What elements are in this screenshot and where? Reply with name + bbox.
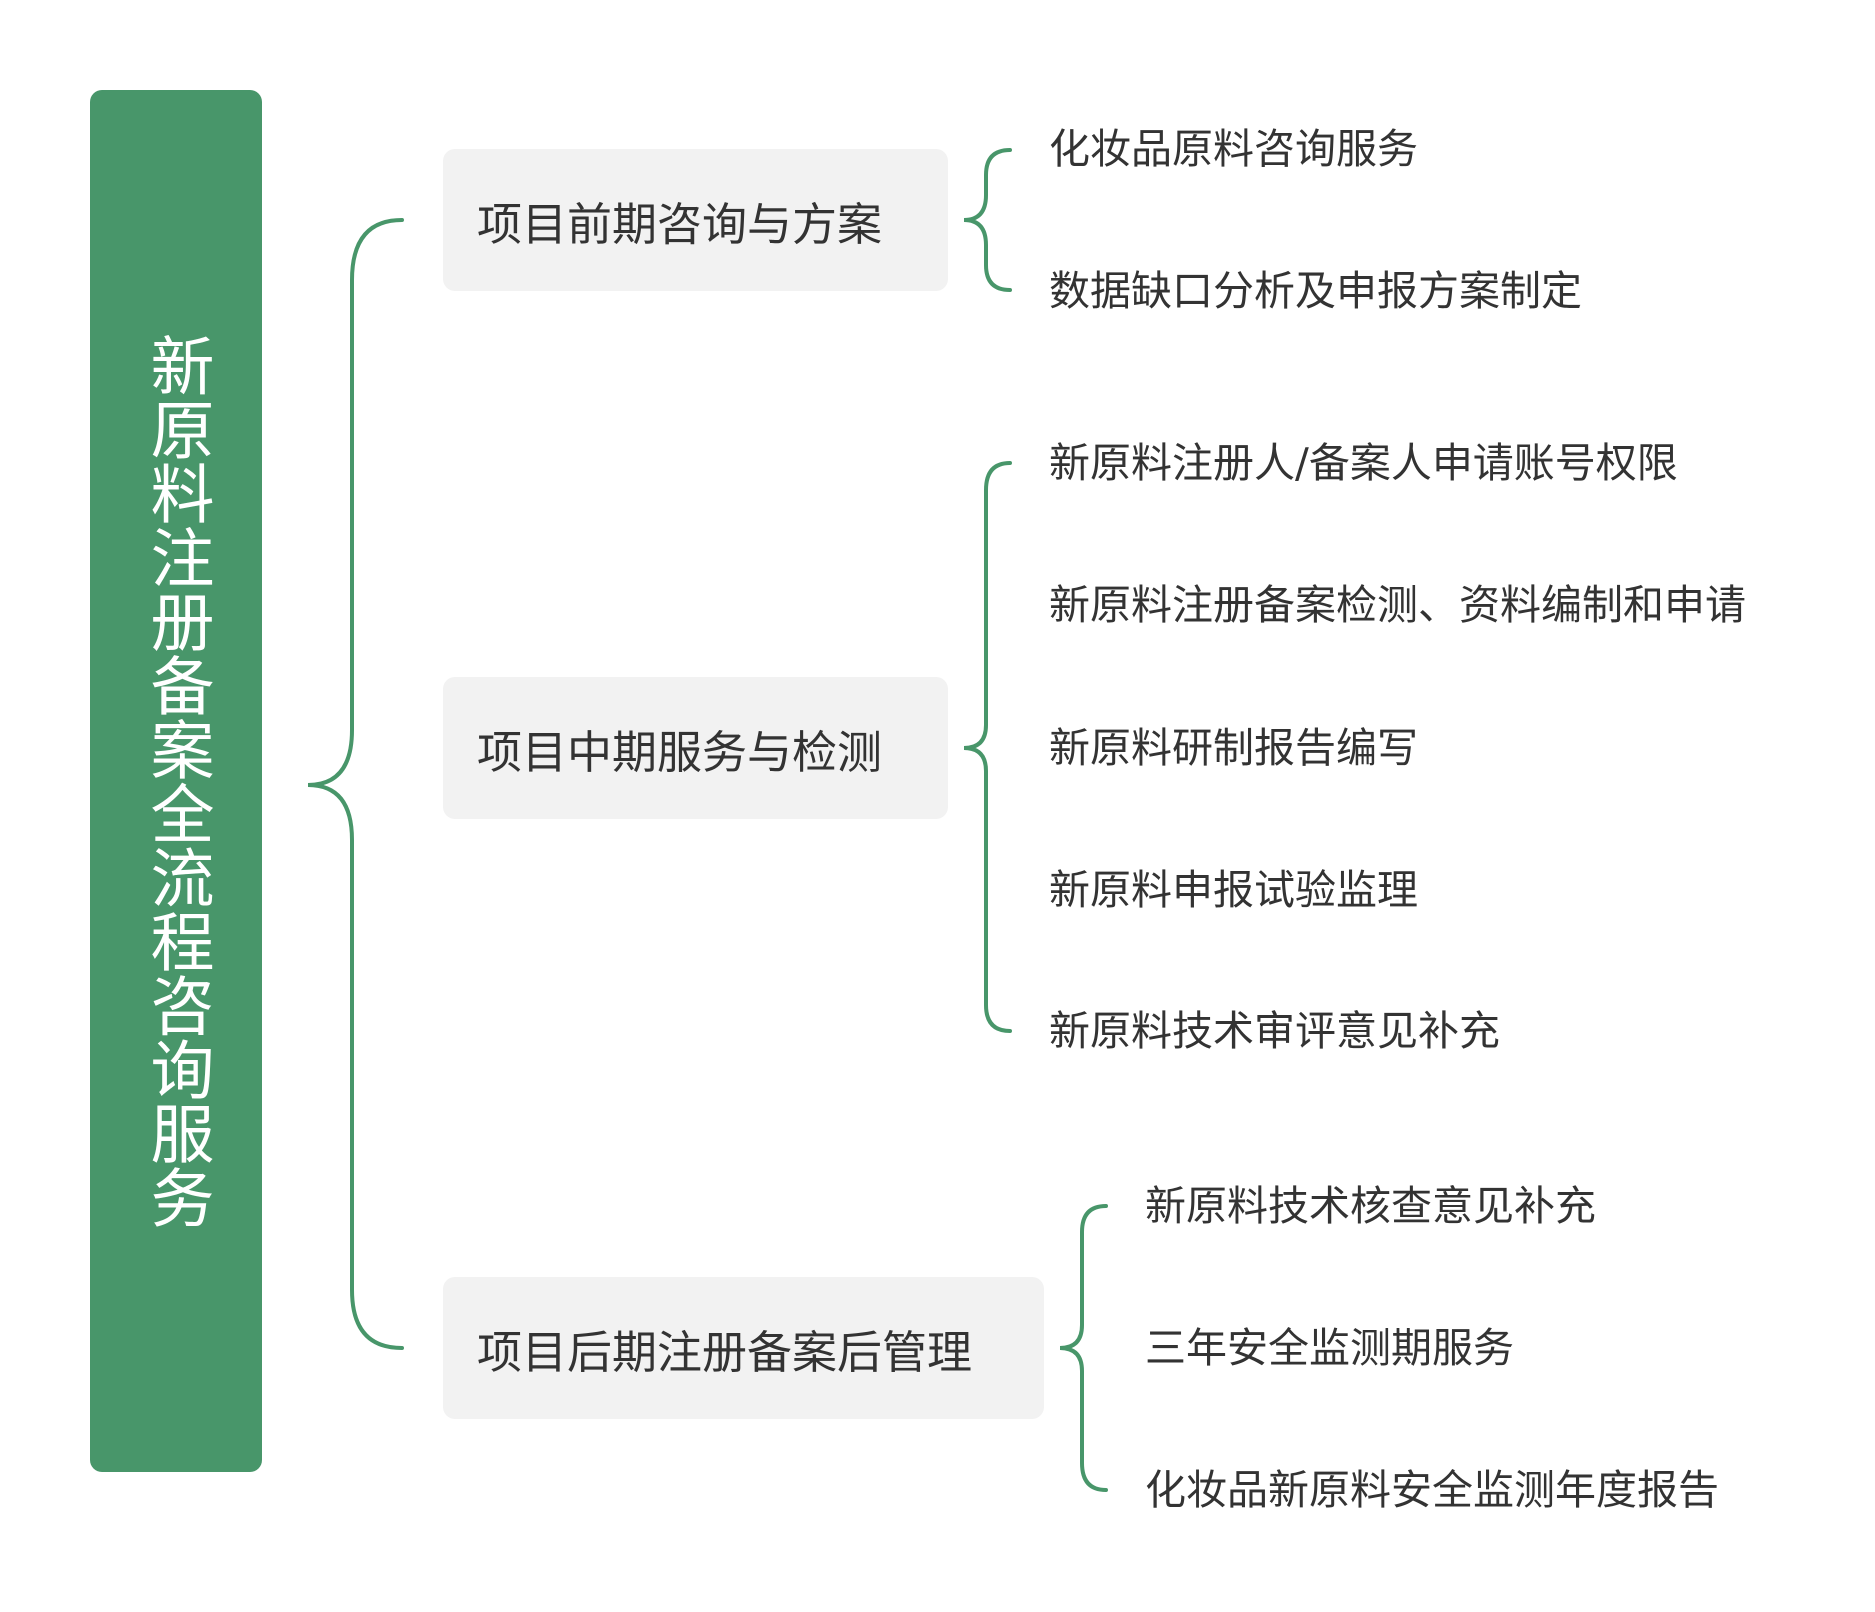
branch-label: 项目后期注册备案后管理 [477, 1325, 973, 1379]
root-node[interactable]: 新原料注册备案全流程咨询服务 [90, 90, 262, 1472]
branch-label: 项目中期服务与检测 [477, 725, 883, 779]
leaf-node[interactable]: 化妆品新原料安全监测年度报告 [1145, 1466, 1719, 1514]
leaf-node[interactable]: 新原料研制报告编写 [1049, 724, 1418, 772]
branch-node-3[interactable]: 项目后期注册备案后管理 [443, 1277, 1044, 1419]
leaf-node[interactable]: 新原料注册人/备案人申请账号权限 [1049, 439, 1678, 487]
branch-2-brace [963, 461, 1012, 1033]
leaf-node[interactable]: 新原料注册备案检测、资料编制和申请 [1049, 581, 1746, 629]
branch-node-1[interactable]: 项目前期咨询与方案 [443, 149, 948, 291]
leaf-node[interactable]: 化妆品原料咨询服务 [1049, 125, 1418, 173]
branch-1-brace [963, 148, 1012, 292]
leaf-node[interactable]: 三年安全监测期服务 [1145, 1324, 1514, 1372]
leaf-node[interactable]: 新原料技术审评意见补充 [1049, 1007, 1500, 1055]
leaf-node[interactable]: 新原料申报试验监理 [1049, 866, 1418, 914]
root-brace [307, 218, 404, 1350]
root-label: 新原料注册备案全流程咨询服务 [139, 333, 214, 1229]
leaf-node[interactable]: 新原料技术核查意见补充 [1145, 1182, 1596, 1230]
branch-label: 项目前期咨询与方案 [477, 197, 883, 251]
branch-node-2[interactable]: 项目中期服务与检测 [443, 677, 948, 819]
branch-3-brace [1059, 1204, 1108, 1492]
leaf-node[interactable]: 数据缺口分析及申报方案制定 [1049, 267, 1582, 315]
